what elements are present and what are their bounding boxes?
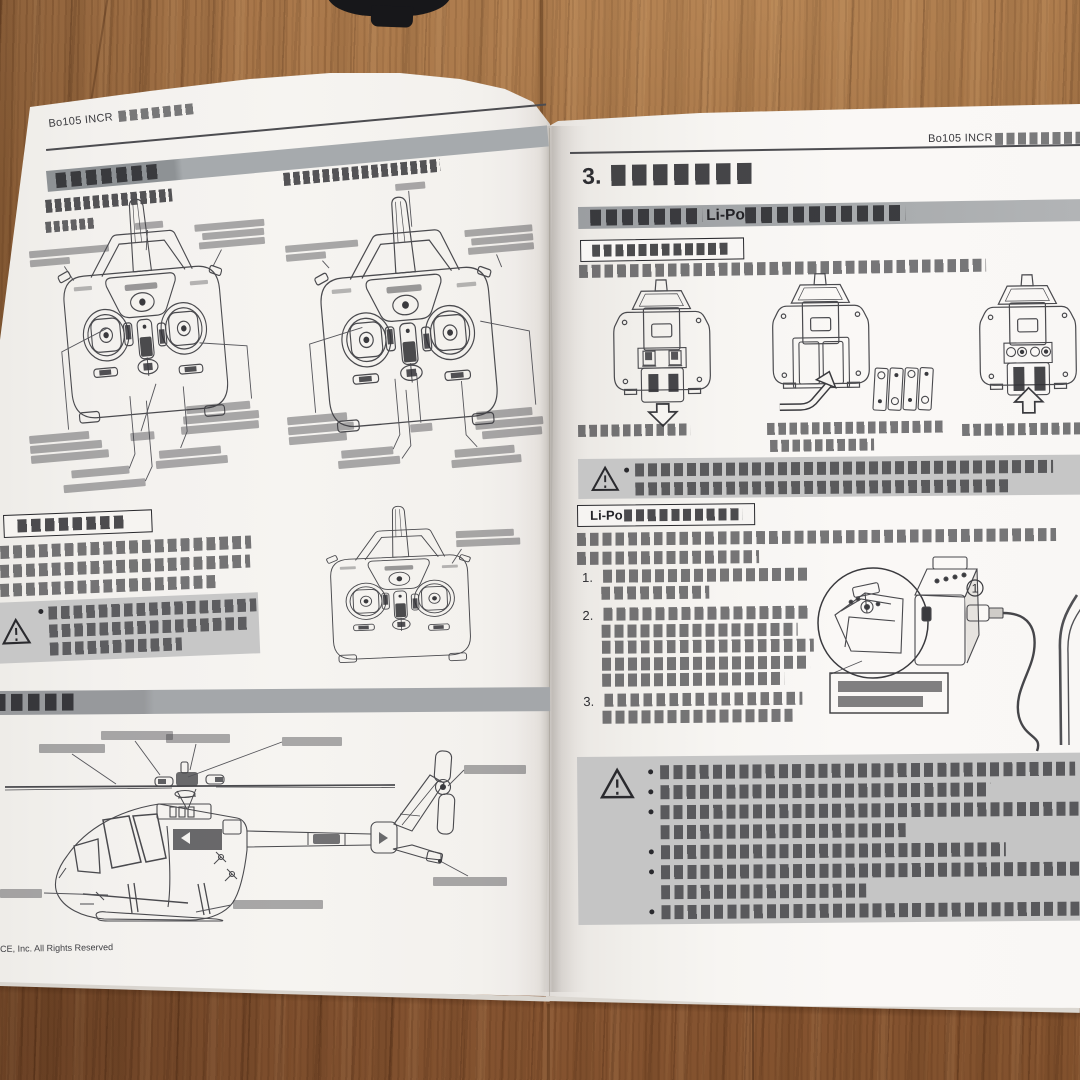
- svg-text:1: 1: [972, 582, 979, 596]
